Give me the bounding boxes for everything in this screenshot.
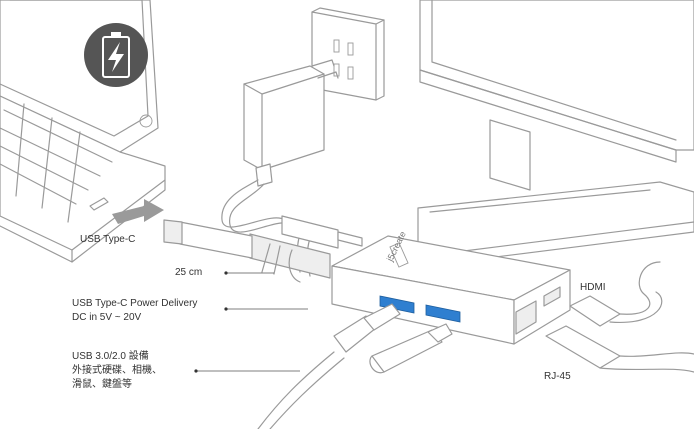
power-adapter bbox=[221, 59, 339, 233]
rj45-port[interactable] bbox=[515, 300, 537, 335]
pd-line-2: DC in 5V ~ 20V bbox=[72, 312, 142, 323]
usb3-line-1: USB 3.0/2.0 設備 bbox=[72, 351, 149, 362]
usb-port-1[interactable] bbox=[379, 295, 415, 314]
label-usb3-devices: USB 3.0/2.0 設備 外接式硬碟、相機、 滑鼠、鍵盤等 bbox=[72, 350, 162, 392]
usb-hub bbox=[331, 235, 571, 345]
usb-a-cable bbox=[257, 303, 401, 429]
monitor bbox=[417, 0, 694, 263]
usb3-line-2: 外接式硬碟、相機、 bbox=[72, 365, 162, 376]
usb-port-2[interactable] bbox=[425, 304, 461, 323]
usb3-line-3: 滑鼠、鍵盤等 bbox=[72, 379, 132, 390]
label-power-delivery: USB Type-C Power Delivery DC in 5V ~ 20V bbox=[72, 297, 197, 325]
flash-drive bbox=[369, 323, 453, 374]
wall-socket bbox=[311, 7, 385, 101]
hdmi-port[interactable] bbox=[543, 286, 561, 307]
main-cable bbox=[163, 219, 331, 283]
pd-cable bbox=[281, 215, 363, 277]
rj45-cable bbox=[545, 325, 694, 373]
pd-line-1: USB Type-C Power Delivery bbox=[72, 298, 198, 309]
hdmi-cable bbox=[569, 261, 663, 327]
label-usb-type-c: USB Type-C bbox=[80, 234, 136, 245]
label-rj45: RJ-45 bbox=[544, 371, 571, 382]
battery-charging-icon bbox=[84, 23, 148, 87]
label-hdmi: HDMI bbox=[580, 282, 606, 293]
arrow-right-icon bbox=[112, 199, 164, 224]
label-cable-length: 25 cm bbox=[175, 267, 203, 278]
